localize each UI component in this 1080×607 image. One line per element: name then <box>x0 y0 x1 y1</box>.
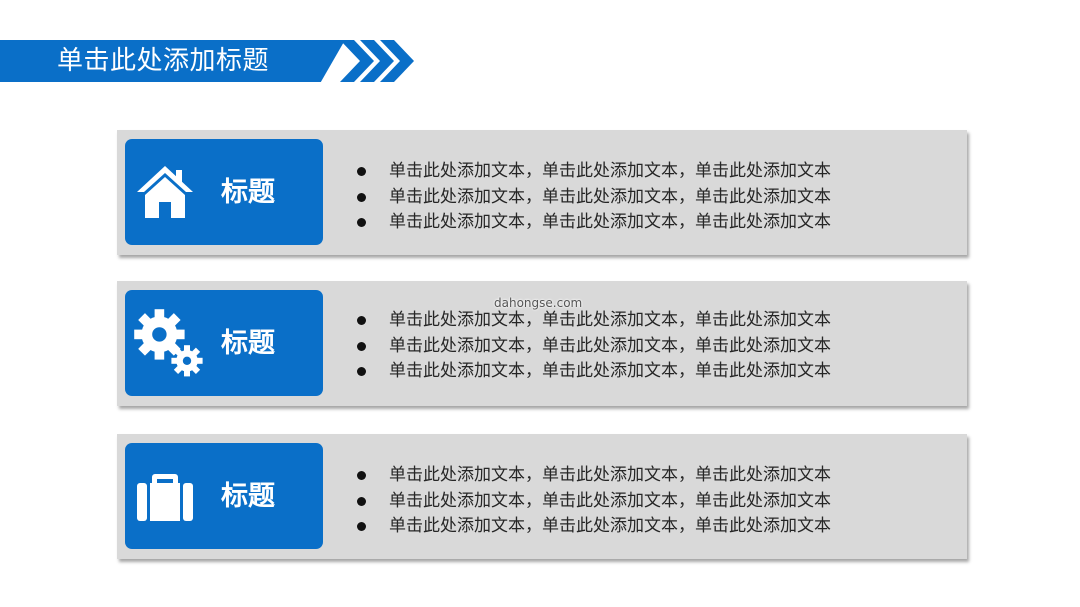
bullet-list: 单击此处添加文本，单击此处添加文本，单击此处添加文本 单击此处添加文本，单击此处… <box>357 463 831 540</box>
chevron-3 <box>380 40 414 82</box>
title-banner: 单击此处添加标题 <box>0 40 345 82</box>
list-item[interactable]: 单击此处添加文本，单击此处添加文本，单击此处添加文本 <box>357 308 831 334</box>
list-item[interactable]: 单击此处添加文本，单击此处添加文本，单击此处添加文本 <box>357 489 831 515</box>
briefcase-icon <box>137 474 193 521</box>
bullet-dot <box>357 167 366 176</box>
bullet-dot <box>357 522 366 531</box>
bullet-dot <box>357 496 366 506</box>
list-item[interactable]: 单击此处添加文本，单击此处添加文本，单击此处添加文本 <box>357 210 831 236</box>
content-panel-1: 标题 单击此处添加文本，单击此处添加文本，单击此处添加文本 单击此处添加文本，单… <box>117 130 967 255</box>
list-item[interactable]: 单击此处添加文本，单击此处添加文本，单击此处添加文本 <box>357 159 831 185</box>
panel-title: 标题 <box>221 481 275 512</box>
bullet-list: 单击此处添加文本，单击此处添加文本，单击此处添加文本 单击此处添加文本，单击此处… <box>357 308 831 385</box>
chevron-1 <box>340 40 374 82</box>
bullet-list: 单击此处添加文本，单击此处添加文本，单击此处添加文本 单击此处添加文本，单击此处… <box>357 159 831 236</box>
list-item[interactable]: 单击此处添加文本，单击此处添加文本，单击此处添加文本 <box>357 185 831 211</box>
bullet-dot <box>357 341 366 351</box>
list-item[interactable]: 单击此处添加文本，单击此处添加文本，单击此处添加文本 <box>357 359 831 385</box>
panel-title: 标题 <box>221 328 275 359</box>
list-item-text: 单击此处添加文本，单击此处添加文本，单击此处添加文本 <box>389 490 831 511</box>
list-item-text: 单击此处添加文本，单击此处添加文本，单击此处添加文本 <box>389 516 831 536</box>
gears-icon <box>134 309 203 377</box>
panel-title: 标题 <box>221 177 275 208</box>
list-item-text: 单击此处添加文本，单击此处添加文本，单击此处添加文本 <box>389 161 831 181</box>
watermark: dahongse.com <box>494 296 583 310</box>
page-title[interactable]: 单击此处添加标题 <box>57 46 270 76</box>
list-item-text: 单击此处添加文本，单击此处添加文本，单击此处添加文本 <box>389 310 831 330</box>
panel-tag-3[interactable]: 标题 <box>125 443 323 549</box>
chevron-2 <box>360 40 394 82</box>
list-item-text: 单击此处添加文本，单击此处添加文本，单击此处添加文本 <box>389 335 831 356</box>
list-item[interactable]: 单击此处添加文本，单击此处添加文本，单击此处添加文本 <box>357 514 831 540</box>
list-item-text: 单击此处添加文本，单击此处添加文本，单击此处添加文本 <box>389 361 831 381</box>
content-panel-3: 标题 单击此处添加文本，单击此处添加文本，单击此处添加文本 单击此处添加文本，单… <box>117 434 967 559</box>
panel-tag-1[interactable]: 标题 <box>125 139 323 245</box>
home-icon <box>137 166 193 218</box>
list-item-text: 单击此处添加文本，单击此处添加文本，单击此处添加文本 <box>389 465 831 485</box>
bullet-dot <box>357 316 366 325</box>
list-item[interactable]: 单击此处添加文本，单击此处添加文本，单击此处添加文本 <box>357 463 831 489</box>
bullet-dot <box>357 471 366 480</box>
list-item-text: 单击此处添加文本，单击此处添加文本，单击此处添加文本 <box>389 186 831 207</box>
list-item-text: 单击此处添加文本，单击此处添加文本，单击此处添加文本 <box>389 212 831 232</box>
bullet-dot <box>357 218 366 227</box>
bullet-dot <box>357 367 366 376</box>
list-item[interactable]: 单击此处添加文本，单击此处添加文本，单击此处添加文本 <box>357 334 831 360</box>
panel-tag-2[interactable]: 标题 <box>125 290 323 396</box>
content-panel-2: 标题 单击此处添加文本，单击此处添加文本，单击此处添加文本 单击此处添加文本，单… <box>117 281 967 406</box>
chevrons-decoration <box>340 40 414 82</box>
bullet-dot <box>357 192 366 202</box>
